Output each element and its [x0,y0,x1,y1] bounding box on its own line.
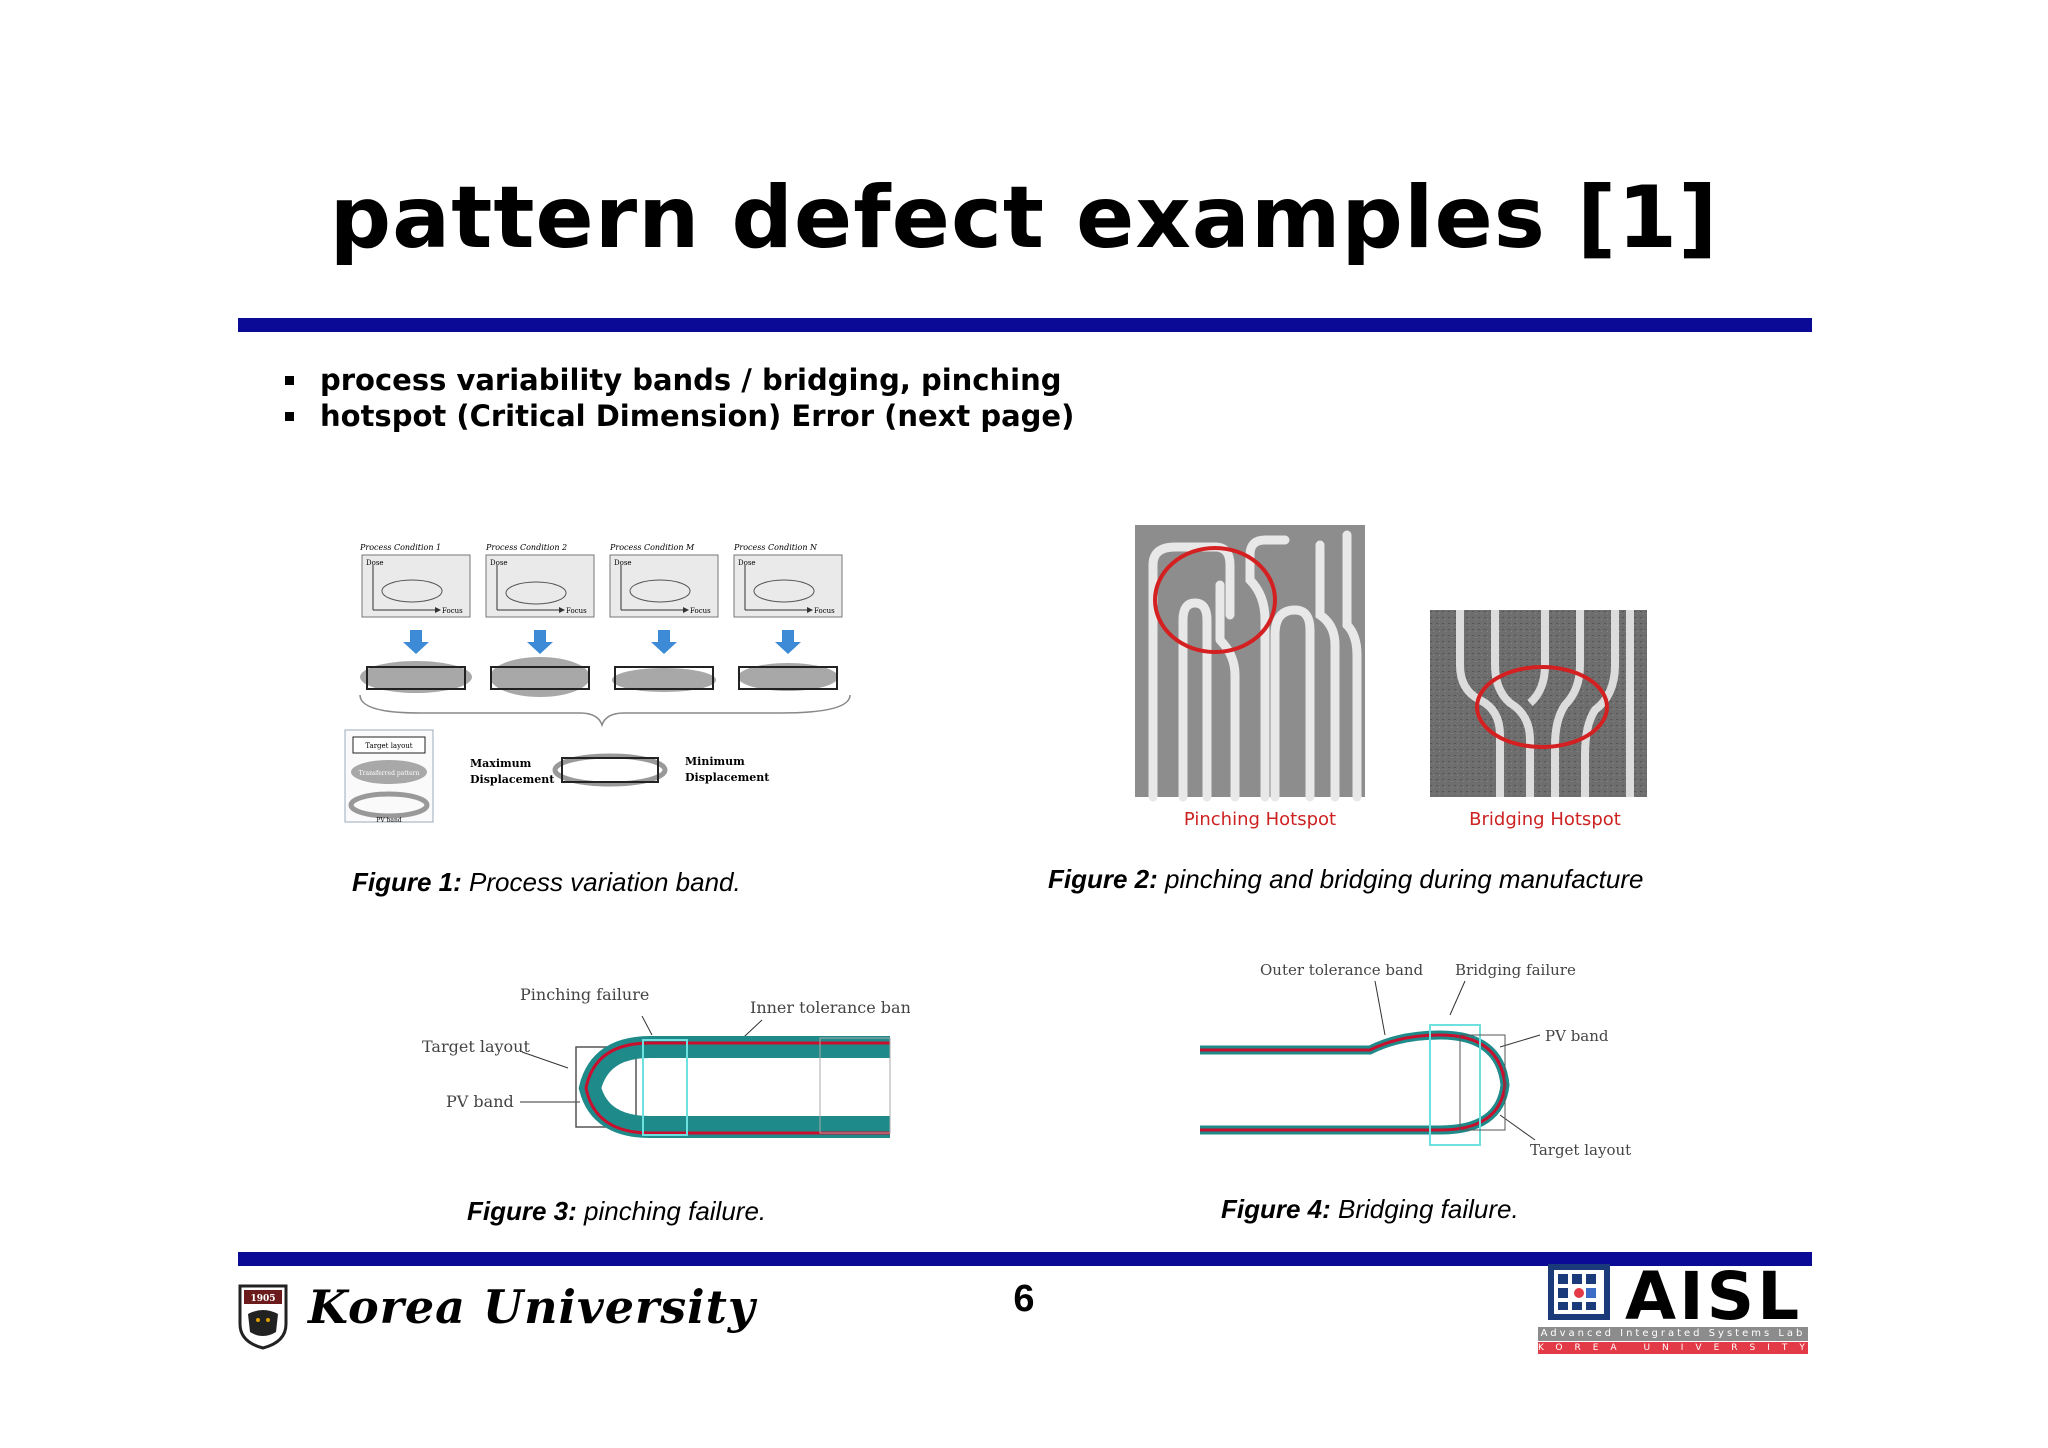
bullet-item: hotspot (Critical Dimension) Error (next… [285,398,1074,434]
figure-2-caption-text: pinching and bridging during manufacture [1157,864,1644,894]
target-layout-label: Target layout [1530,1141,1631,1159]
seal-year: 1905 [250,1294,275,1304]
bridging-circle [1475,665,1609,749]
lab-full-name: Advanced Integrated Systems Lab [1538,1327,1808,1341]
condition-box-1: Process Condition 1 Dose Focus [359,543,471,618]
dose-label: Dose [490,559,508,567]
pinching-circle [1153,546,1277,654]
figure-1-caption: Figure 1: Process variation band. [352,867,741,898]
merge-brace [359,694,851,728]
minimum-label: Minimum [685,755,745,768]
lab-logo-text: AISL [1625,1258,1803,1335]
min-displacement-label: Displacement [685,771,770,784]
focus-label: Focus [566,607,587,615]
condition-box-2: Process Condition 2 Dose Focus [485,543,595,618]
transferred-patterns [360,657,838,697]
pinching-hotspot-image: Pinching Hotspot [1135,525,1365,830]
bullet-list: process variability bands / bridging, pi… [285,362,1074,434]
bridging-hotspot-image: Bridging Hotspot [1430,610,1647,830]
bottom-divider [238,1252,1812,1266]
condition-label: Process Condition N [733,543,818,552]
condition-label: Process Condition M [609,543,695,552]
figure-4-caption-label: Figure 4: [1221,1194,1331,1224]
university-seal-icon: 1905 [238,1284,288,1350]
page-number: 6 [1013,1278,1035,1320]
condition-box-m: Process Condition M Dose Focus [609,543,719,618]
lab-subtitle: KOREA UNIVERSITY [1538,1342,1808,1354]
top-divider [238,318,1812,332]
bridging-failure-label: Bridging failure [1455,961,1576,979]
figure-2-caption: Figure 2: pinching and bridging during m… [1048,864,1643,895]
maximum-label: Maximum [470,757,532,770]
figure-2-caption-label: Figure 2: [1048,864,1158,894]
figure-3-caption-text: pinching failure. [576,1196,767,1226]
focus-label: Focus [690,607,711,615]
figure-3-caption-label: Figure 3: [467,1196,577,1226]
outer-tolerance-band-label: Outer tolerance band [1260,961,1424,979]
figure-1-caption-label: Figure 1: [352,867,462,897]
figure-1-legend: Target layout Transferred pattern PV ban… [344,729,434,824]
bridging-failure-box [1429,1024,1481,1146]
bullet-item: process variability bands / bridging, pi… [285,362,1074,398]
dose-label: Dose [366,559,384,567]
pv-band-label: PV band [446,1092,514,1111]
pinching-failure-box [642,1039,688,1136]
figure-1-caption-text: Process variation band. [461,867,741,897]
legend-pv-band: PV band [376,817,402,824]
slide-title: pattern defect examples [1] [329,168,1719,268]
figure-2-images: Pinching Hotspot Bridging Hotspot [1135,525,1647,830]
inner-tolerance-band-label: Inner tolerance band [750,998,910,1017]
dose-label: Dose [738,559,756,567]
condition-label: Process Condition 1 [359,543,441,552]
aisl-logo-icon [1548,1264,1610,1320]
pinching-hotspot-label: Pinching Hotspot [1184,809,1336,830]
bridging-hotspot-label: Bridging Hotspot [1469,809,1621,830]
figure-4-caption: Figure 4: Bridging failure. [1221,1194,1519,1225]
condition-label: Process Condition 2 [485,543,567,552]
legend-transferred-pattern: Transferred pattern [359,770,420,777]
pinching-failure-label: Pinching failure [520,985,649,1004]
down-arrows [403,630,801,654]
figure-4-caption-text: Bridging failure. [1330,1194,1519,1224]
focus-label: Focus [814,607,835,615]
pv-band-label: PV band [1545,1027,1609,1045]
figure-4-diagram: Outer tolerance band Bridging failure PV… [1200,961,1631,1159]
figure-1-diagram: Process Condition 1 Dose Focus Process C… [344,543,851,824]
target-layout-label: Target layout [422,1037,530,1056]
pv-band-result: Maximum Displacement Minimum Displacemen… [470,753,770,787]
figure-3-diagram: Pinching failure Inner tolerance band Ta… [422,985,910,1138]
legend-target-layout: Target layout [365,742,412,750]
dose-label: Dose [614,559,632,567]
figure-3-caption: Figure 3: pinching failure. [467,1196,766,1227]
max-displacement-label: Displacement [470,773,555,786]
focus-label: Focus [442,607,463,615]
condition-box-n: Process Condition N Dose Focus [733,543,843,618]
university-name: Korea University [308,1280,756,1334]
